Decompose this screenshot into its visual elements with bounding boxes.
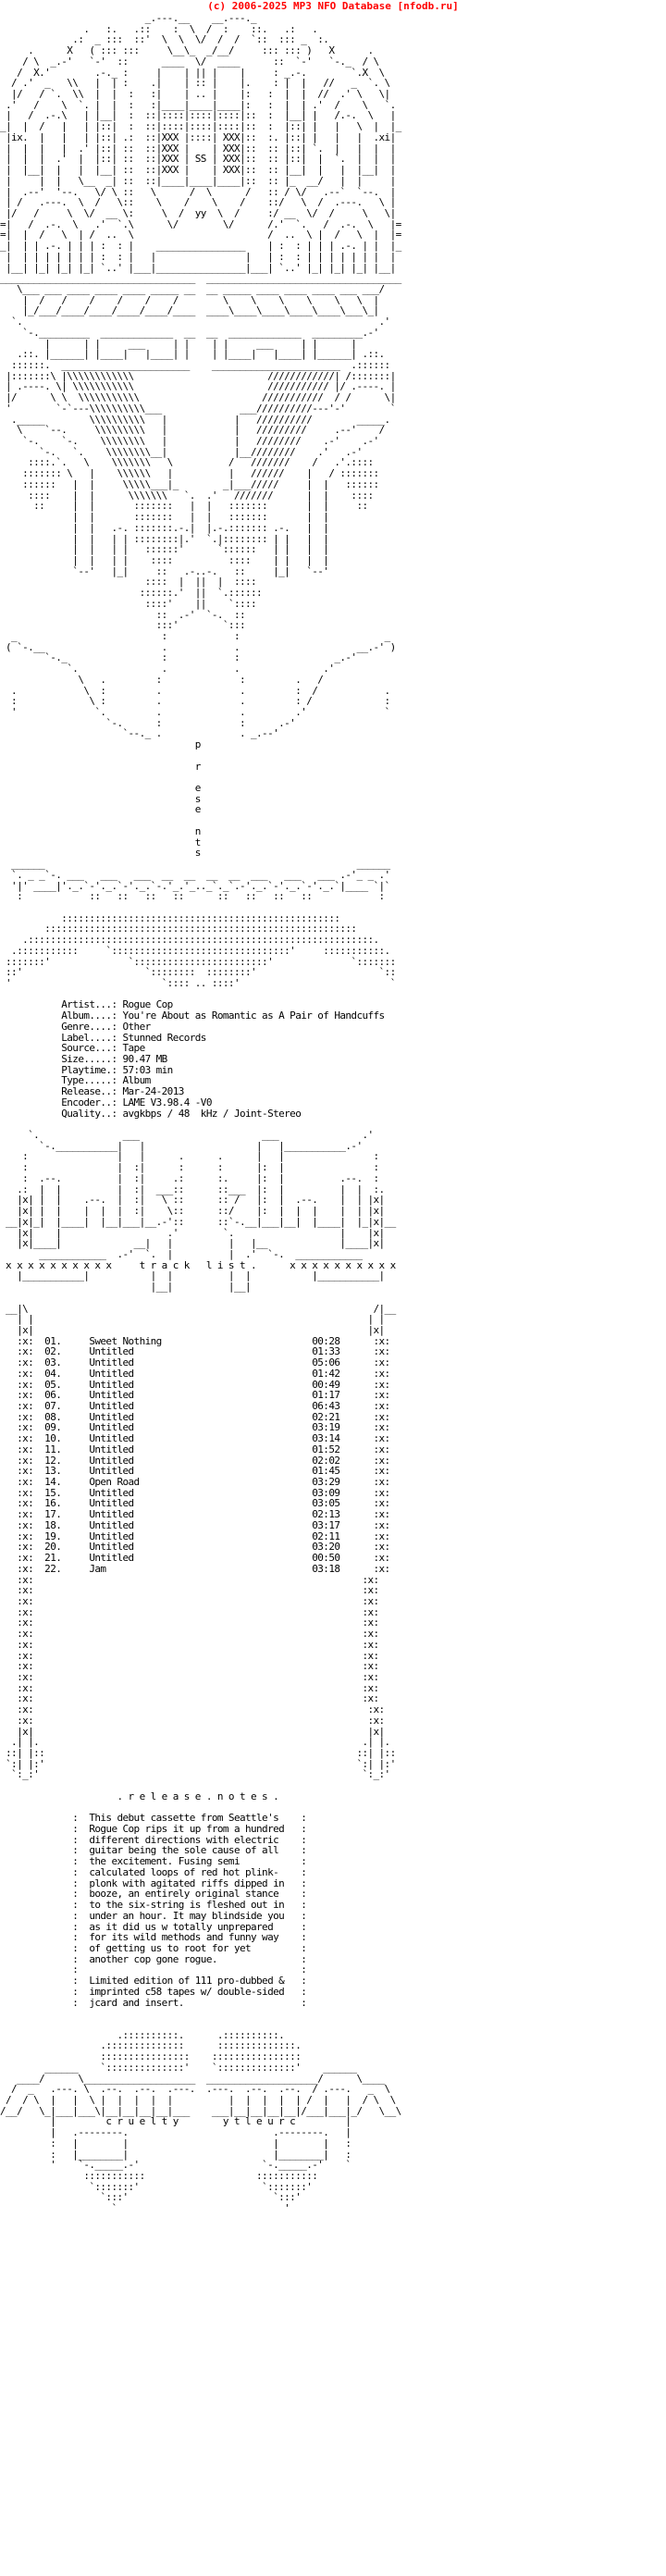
nfo-document: _.---.__ __.---._ . :. .:: : \ / : ::. .… [0, 13, 666, 2576]
nfodb-credit: (c) 2006-2025 MP3 NFO Database [nfodb.ru… [207, 0, 459, 12]
nfo-ascii-art: _.---.__ __.---._ . :. .:: : \ / : ::. .… [0, 13, 401, 2215]
